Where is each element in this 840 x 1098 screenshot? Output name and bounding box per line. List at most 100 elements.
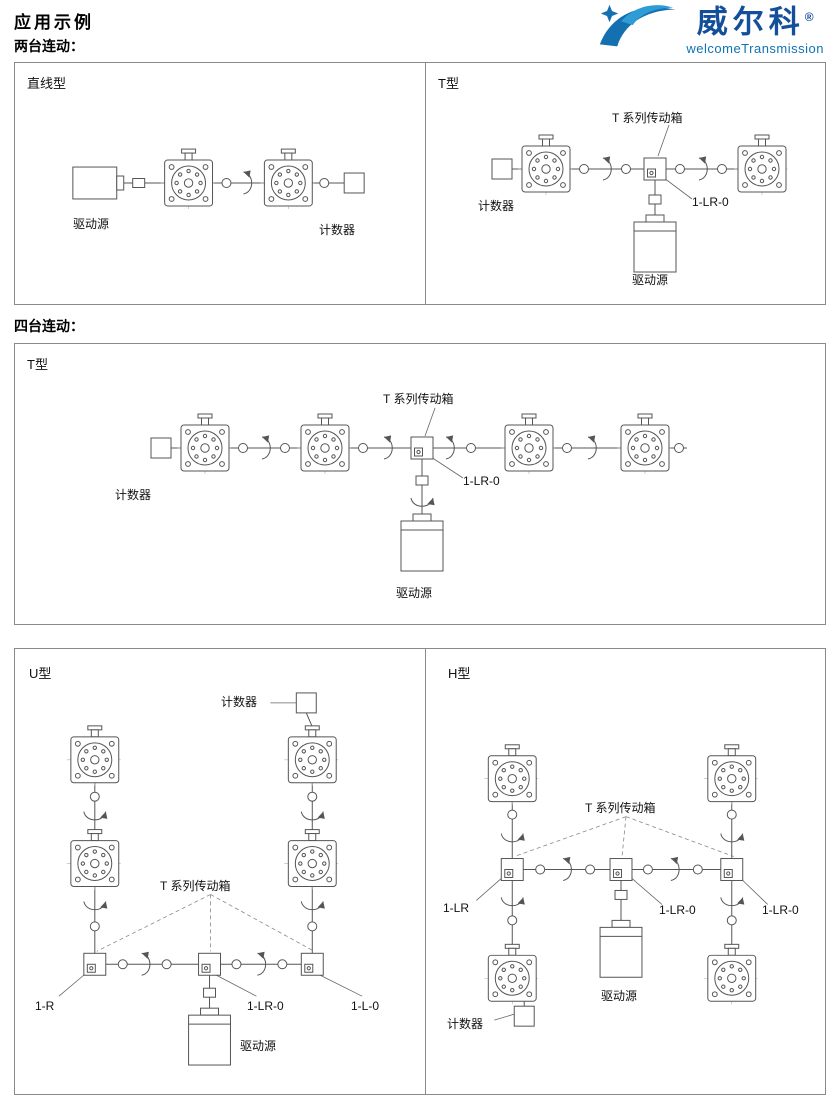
rotation-arrow-icon — [300, 900, 326, 911]
shaft-coupling-icon — [535, 864, 546, 875]
rotation-arrow-icon — [602, 155, 612, 181]
shaft-coupling-icon — [621, 164, 631, 174]
logo-mark-icon — [600, 4, 676, 47]
gearbox-icon — [703, 744, 761, 808]
coupling-icon — [132, 178, 146, 188]
shaft-coupling-icon — [717, 164, 727, 174]
coupling-icon — [648, 194, 662, 205]
u-h-box: U型 — [14, 648, 826, 1095]
coupling-icon — [203, 987, 217, 998]
panel-title-t-four: T型 — [27, 357, 48, 372]
panel-t-type-four: T型 — [15, 344, 825, 624]
coupling-icon — [614, 889, 628, 900]
model-right-label: 1-L-0 — [351, 999, 380, 1013]
counter-box-icon — [150, 437, 172, 459]
counter-box-icon — [513, 1005, 535, 1027]
gearbox-icon — [160, 148, 218, 212]
shaft-coupling-icon — [231, 959, 242, 970]
counter-box-icon — [295, 692, 317, 714]
shaft-coupling-icon — [642, 864, 653, 875]
rotation-arrow-icon — [300, 811, 326, 821]
model-center-label: 1-LR-0 — [247, 999, 284, 1013]
shaft-coupling-icon — [507, 915, 518, 926]
shaft-coupling-icon — [726, 809, 737, 820]
h-type-diagram — [476, 744, 768, 1027]
page-title: 应用示例 — [14, 13, 94, 32]
gearbox-icon — [483, 943, 541, 1007]
panel-straight-type: 直线型 驱动源 计数器 — [15, 63, 426, 304]
model-left-label: 1-LR — [443, 901, 470, 915]
shaft-lines — [171, 407, 687, 514]
rotation-arrow-icon — [445, 434, 455, 460]
shaft-coupling-icon — [221, 178, 232, 188]
junction-box-icon — [500, 858, 524, 881]
coupling-icon — [415, 475, 429, 486]
counter-label: 计数器 — [221, 695, 258, 709]
rotation-arrow-icon — [410, 497, 436, 507]
shaft-coupling-icon — [692, 864, 703, 875]
section-heading-four-units: 四台连动： — [14, 318, 84, 334]
logo-brand-text: 威尔科 — [696, 4, 805, 40]
shaft-coupling-icon — [674, 443, 684, 453]
gearbox-icon — [66, 829, 124, 892]
four-units-box: T型 — [14, 343, 826, 625]
panel-title-h: H型 — [448, 666, 471, 681]
junction-box-icon — [720, 858, 744, 881]
rotation-arrow-icon — [500, 833, 526, 843]
shaft-coupling-icon — [585, 864, 596, 875]
shaft-coupling-icon — [89, 921, 100, 932]
gearbox-icon — [66, 725, 124, 789]
rotation-arrow-icon — [383, 434, 393, 460]
gearbox-icon — [733, 134, 791, 198]
gearbox-icon — [500, 413, 558, 477]
motor-icon — [633, 214, 677, 273]
rotation-arrow-icon — [242, 169, 253, 195]
gearbox-series-label: T 系列传动箱 — [160, 879, 231, 893]
t-type-four-diagram — [150, 407, 687, 572]
shaft-coupling-icon — [562, 443, 572, 453]
gearbox-icon — [517, 134, 575, 198]
logo-subtitle: welcomeTransmission — [686, 41, 824, 57]
two-units-box: 直线型 驱动源 计数器 T型 — [14, 62, 826, 305]
logo-brand: 威尔科® — [697, 0, 814, 39]
shaft-coupling-icon — [307, 921, 318, 932]
rotation-arrow-icon — [720, 896, 745, 907]
drive-source-label: 驱动源 — [240, 1039, 277, 1053]
logo: 威尔科® welcomeTransmission — [592, 0, 824, 56]
model-right-label: 1-LR-0 — [762, 903, 799, 917]
counter-box-icon — [343, 172, 365, 194]
gearbox-series-label: T 系列传动箱 — [383, 392, 454, 406]
section-heading-two-units: 两台连动： — [14, 38, 84, 54]
shaft-coupling-icon — [117, 959, 128, 970]
logo-text: 威尔科® welcomeTransmission — [686, 0, 824, 57]
counter-label: 计数器 — [447, 1017, 484, 1031]
model-label: 1-LR-0 — [463, 474, 500, 488]
motor-icon — [72, 166, 125, 200]
junction-box-icon — [83, 952, 107, 976]
gearbox-icon — [616, 413, 674, 477]
junction-box-icon — [643, 157, 667, 181]
motor-icon — [400, 513, 444, 572]
junction-box-icon — [410, 436, 434, 460]
counter-label: 计数器 — [319, 223, 356, 237]
u-type-diagram — [58, 692, 363, 1066]
panel-h-type: H型 — [426, 649, 825, 1094]
shaft-coupling-icon — [358, 443, 368, 453]
gearbox-icon — [483, 744, 541, 808]
shaft-coupling-icon — [319, 178, 330, 188]
junction-box-icon — [609, 858, 633, 881]
gearbox-icon — [176, 413, 234, 477]
gearbox-icon — [296, 413, 354, 477]
shaft-coupling-icon — [161, 959, 172, 970]
panel-title-straight: 直线型 — [27, 76, 67, 91]
shaft-coupling-icon — [579, 164, 589, 174]
gearbox-icon — [283, 725, 341, 789]
rotation-arrow-icon — [500, 896, 526, 907]
counter-label: 计数器 — [115, 488, 152, 502]
counter-box-icon — [491, 158, 513, 180]
rotation-arrow-icon — [670, 856, 680, 881]
rotation-arrow-icon — [562, 856, 572, 881]
panel-u-type: U型 — [15, 649, 426, 1094]
drive-source-label: 驱动源 — [632, 273, 669, 287]
